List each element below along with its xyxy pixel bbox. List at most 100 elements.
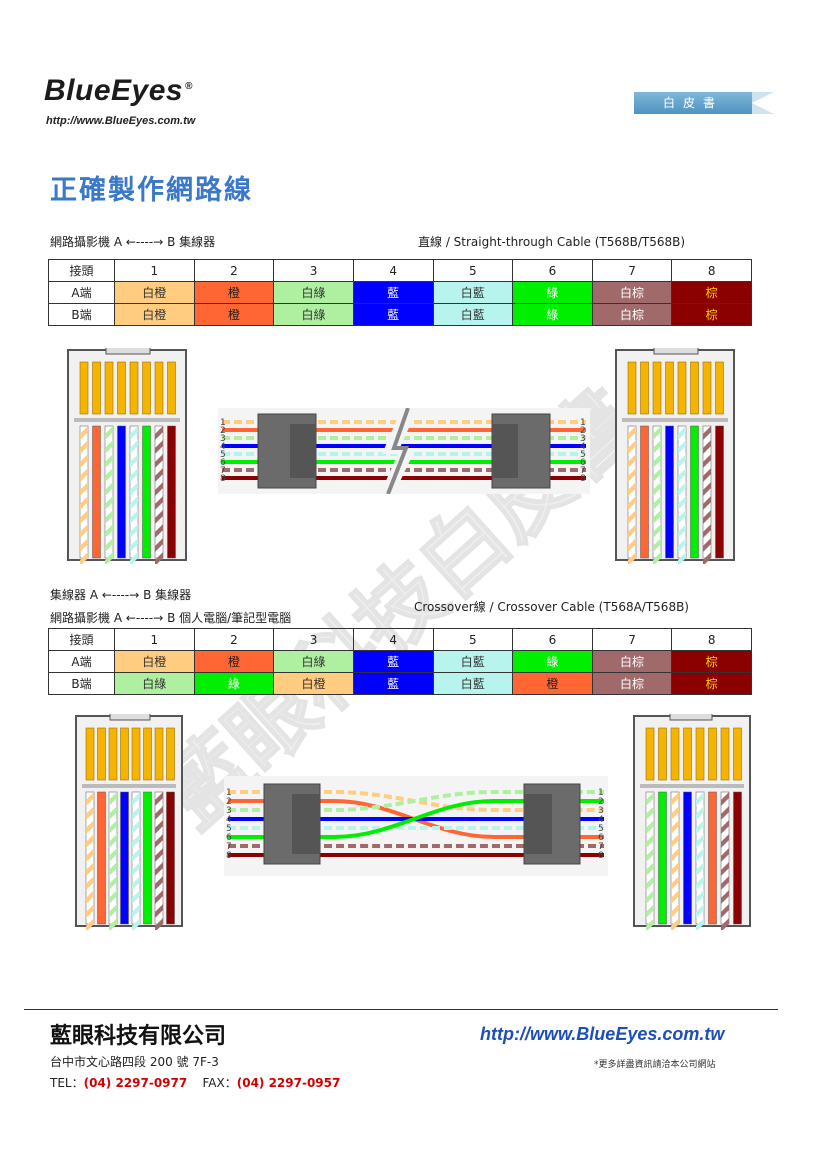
wire-stripe <box>653 426 661 440</box>
gold-contact <box>79 361 89 415</box>
wire-stripe <box>646 876 654 890</box>
wire-stripe <box>105 468 113 482</box>
wire-stripe <box>703 510 711 524</box>
wire-stripe <box>109 876 117 890</box>
pin-number: 8 <box>220 474 226 484</box>
wire-stripe <box>696 820 704 834</box>
wire-stripe <box>703 552 711 564</box>
wire-stripe <box>721 820 729 834</box>
wire-stripe <box>696 848 704 862</box>
wire-stripe <box>86 848 94 862</box>
wire-stripe <box>130 510 138 524</box>
header-cell-pin: 3 <box>273 259 354 282</box>
pin-number: 7 <box>220 466 226 476</box>
wire-color-cell: 白綠 <box>273 281 354 304</box>
wire-stripe <box>105 552 113 564</box>
wire-stripe <box>703 426 711 440</box>
pin-number: 7 <box>580 466 586 476</box>
wire-stripe <box>109 806 117 820</box>
wire-4 <box>120 791 129 925</box>
wire-color-cell: 橙 <box>193 303 275 326</box>
pin-number: 5 <box>220 450 226 460</box>
wire-stripe <box>109 834 117 848</box>
wire-stripe <box>155 552 163 564</box>
wire-stripe <box>86 890 94 904</box>
wire-stripe <box>703 454 711 468</box>
wire-stripe <box>155 426 163 440</box>
wire-color-cell: 綠 <box>512 303 593 326</box>
wire-stripe <box>678 552 686 564</box>
wire-stripe <box>155 454 163 468</box>
wire-stripe <box>132 890 140 904</box>
wire-stripe <box>86 862 94 876</box>
row-end-label: A端 <box>48 650 115 673</box>
wire-stripe <box>696 876 704 890</box>
wire-stripe <box>132 834 140 848</box>
wire-color-cell: 棕 <box>671 672 752 695</box>
wire-stripe <box>109 890 117 904</box>
gold-contact <box>665 361 674 415</box>
logo-url[interactable]: http://www.BlueEyes.com.tw <box>46 115 196 127</box>
wire-stripe <box>671 918 679 930</box>
wire-stripe <box>678 524 686 538</box>
gold-contact <box>720 727 730 781</box>
wire-stripe <box>678 482 686 496</box>
company-logo: BlueEyes® <box>44 74 193 107</box>
gold-contact <box>627 361 637 415</box>
pin-number: 1 <box>226 788 232 798</box>
wire-6 <box>143 791 152 925</box>
wire-stripe <box>109 862 117 876</box>
wire-6 <box>708 791 717 925</box>
wire-stripe <box>653 468 661 482</box>
wire-color-cell: 白藍 <box>432 672 514 695</box>
wire-stripe <box>155 440 163 454</box>
wire-color-cell: 藍 <box>352 303 434 326</box>
cable-wire <box>228 799 604 839</box>
wire-stripe <box>155 918 163 930</box>
wire-stripe <box>721 890 729 904</box>
wire-stripe <box>678 426 686 440</box>
wire-stripe <box>696 890 704 904</box>
wire-stripe <box>628 482 636 496</box>
wire-stripe <box>80 468 88 482</box>
pin-number: 4 <box>220 442 226 452</box>
wire-stripe <box>155 848 163 862</box>
connector-left-crossover <box>75 714 183 930</box>
wire-stripe <box>86 918 94 930</box>
header-cell-pin: 6 <box>512 628 593 651</box>
gold-contact <box>142 361 151 415</box>
wire-stripe <box>155 468 163 482</box>
wire-stripe <box>671 820 679 834</box>
gold-contact <box>733 727 742 781</box>
wire-stripe <box>80 426 88 440</box>
wire-stripe <box>646 848 654 862</box>
gold-contact <box>677 361 687 415</box>
wire-stripe <box>80 440 88 454</box>
pin-number: 5 <box>598 824 604 834</box>
wire-color-cell: 白棕 <box>591 650 673 673</box>
wire-stripe <box>155 904 163 918</box>
gold-contact <box>117 361 126 415</box>
connector-left-straight <box>67 348 187 564</box>
footer-url[interactable]: http://www.BlueEyes.com.tw <box>480 1024 725 1044</box>
header-cell-pin: 1 <box>114 628 195 651</box>
pin-number: 2 <box>580 426 586 436</box>
page-title: 正確製作網路線 <box>50 175 253 206</box>
wire-stripe <box>130 440 138 454</box>
pin-number: 1 <box>598 788 604 798</box>
wire-stripe <box>646 862 654 876</box>
wire-2 <box>97 791 106 925</box>
wire-stripe <box>646 904 654 918</box>
wire-stripe <box>671 848 679 862</box>
wire-color-cell: 綠 <box>512 650 593 673</box>
wire-6 <box>142 425 151 559</box>
wire-stripe <box>703 538 711 552</box>
pin-number: 7 <box>226 842 232 852</box>
wire-stripe <box>628 426 636 440</box>
wire-color-cell: 白橙 <box>114 281 195 304</box>
wire-stripe <box>132 792 140 806</box>
wire-8 <box>733 791 742 925</box>
wire-color-cell: 綠 <box>512 281 593 304</box>
wire-stripe <box>105 538 113 552</box>
